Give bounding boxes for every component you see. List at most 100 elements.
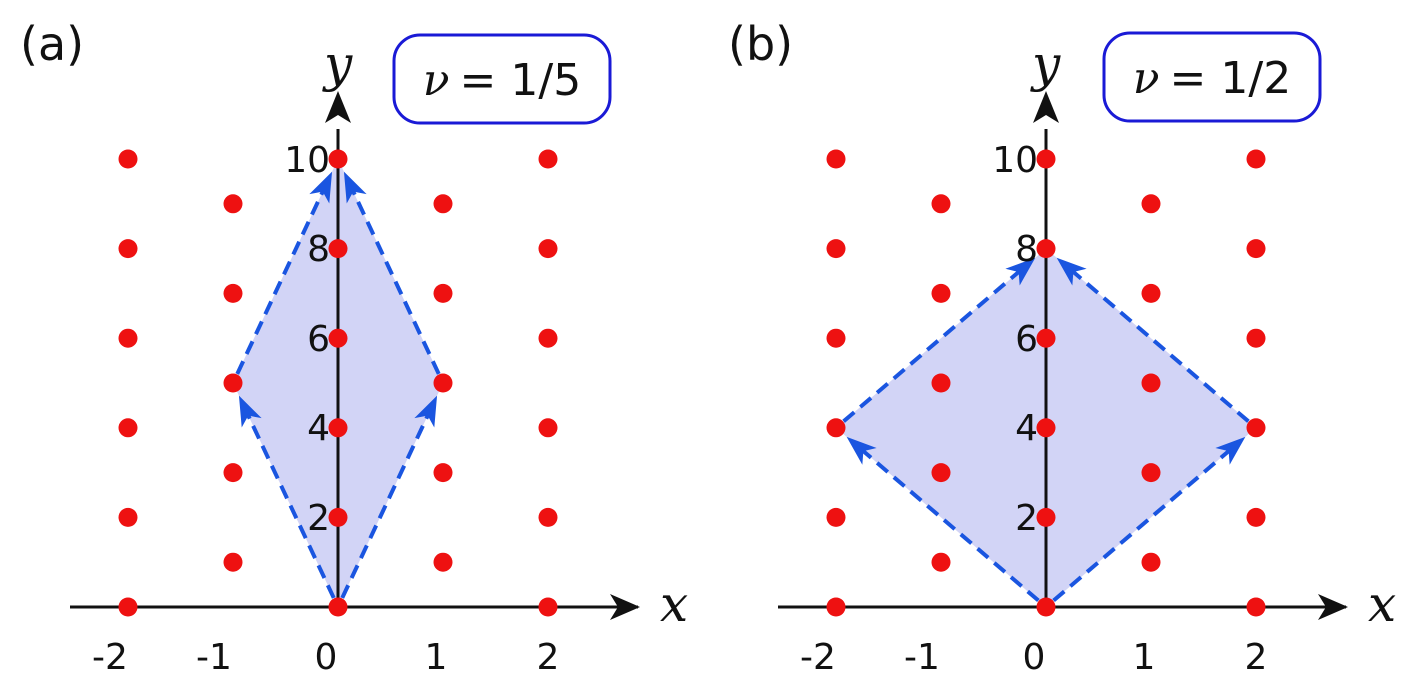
lattice-point: [118, 149, 138, 169]
lattice-point: [538, 328, 558, 348]
nu-box: [1102, 31, 1322, 123]
nu-box: [392, 33, 612, 125]
x-tick-label: -1: [196, 637, 232, 678]
y-tick-label: 4: [1015, 408, 1038, 449]
lattice-point: [1246, 418, 1266, 438]
lattice-point: [328, 418, 348, 438]
lattice-point: [931, 373, 951, 393]
panel-b: (b) x y -2 -1 0 1 2 2 4 6 8 10 ν= 1/2: [728, 17, 1396, 678]
x-tick-label: 1: [425, 637, 448, 678]
x-tick-label: -2: [92, 637, 128, 678]
lattice-point: [433, 194, 453, 214]
lattice-point: [118, 418, 138, 438]
lattice-point: [538, 239, 558, 259]
lattice-point: [328, 597, 348, 617]
boundary-dash: [349, 187, 441, 375]
lattice-point: [328, 239, 348, 259]
lattice-point: [328, 328, 348, 348]
boundary-dash: [340, 411, 432, 599]
x-axis-label: x: [660, 575, 688, 633]
x-tick-label: 1: [1133, 637, 1156, 678]
lattice-point: [931, 463, 951, 483]
x-axis-arrowhead: [610, 594, 640, 620]
lattice-point: [433, 283, 453, 303]
lattice-point: [433, 463, 453, 483]
boundary-arrowhead: [1215, 436, 1246, 465]
boundary-dash: [235, 187, 327, 375]
nu-symbol: ν: [1133, 53, 1160, 104]
lattice-point: [1141, 552, 1161, 572]
lattice-point: [826, 597, 846, 617]
nu-fraction: = 1/2: [1170, 53, 1292, 104]
x-tick-label: -1: [904, 637, 940, 678]
lattice-point: [118, 328, 138, 348]
x-tick-label: 2: [537, 637, 560, 678]
lattice-point: [538, 418, 558, 438]
lattice-point: [1036, 597, 1056, 617]
lattice-point: [931, 194, 951, 214]
boundary-arrowhead: [414, 395, 438, 428]
lattice-point: [826, 149, 846, 169]
boundary-arrowhead: [238, 395, 262, 428]
lattice-points: [826, 149, 1266, 617]
y-tick-label: 8: [307, 229, 330, 270]
boundary-arrowhead: [1056, 257, 1087, 286]
y-axis-label: y: [322, 35, 353, 93]
lattice-point: [1036, 239, 1056, 259]
boundary-arrowhead: [343, 171, 367, 204]
x-tick-label: 2: [1245, 637, 1268, 678]
boundary-dash: [1052, 447, 1233, 603]
boundary-arrows: [235, 171, 441, 599]
lattice-point: [1246, 597, 1266, 617]
lattice-point: [1141, 463, 1161, 483]
lattice-point: [826, 507, 846, 527]
lattice-point: [931, 283, 951, 303]
boundary-dash: [1069, 267, 1250, 423]
lattice-point: [1246, 328, 1266, 348]
y-axis-label: y: [1030, 35, 1061, 93]
lattice-point: [1036, 507, 1056, 527]
boundary-dash: [859, 447, 1040, 603]
panel-label: (b): [728, 17, 793, 71]
lattice-point: [931, 552, 951, 572]
lattice-point: [433, 373, 453, 393]
lattice-point: [223, 373, 243, 393]
boundary-arrows: [842, 257, 1250, 603]
nu-value: ν= 1/5: [423, 55, 581, 106]
lattice-point: [433, 552, 453, 572]
boundary-dash: [244, 411, 336, 599]
nu-symbol: ν: [423, 55, 450, 106]
lattice-points: [118, 149, 558, 617]
lattice-point: [826, 328, 846, 348]
y-axis-arrowhead: [1033, 91, 1059, 123]
lattice-point: [223, 194, 243, 214]
lattice-point: [826, 418, 846, 438]
lattice-point: [1036, 328, 1056, 348]
lattice-point: [223, 463, 243, 483]
lattice-point: [1141, 283, 1161, 303]
y-tick-label: 10: [992, 140, 1038, 181]
y-axis-arrowhead: [325, 91, 351, 123]
lattice-point: [223, 552, 243, 572]
lattice-point: [223, 283, 243, 303]
lattice-point: [118, 239, 138, 259]
panel-label: (a): [20, 17, 84, 71]
nu-value: ν= 1/2: [1133, 53, 1291, 104]
lattice-point: [1246, 239, 1266, 259]
y-tick-label: 2: [307, 498, 330, 539]
lattice-point: [1036, 149, 1056, 169]
x-tick-label: 0: [315, 637, 338, 678]
lattice-point: [118, 507, 138, 527]
y-tick-label: 6: [1015, 319, 1038, 360]
lattice-point: [328, 149, 348, 169]
lattice-point: [1246, 149, 1266, 169]
boundary-arrowhead: [309, 171, 333, 204]
lattice-point: [1141, 194, 1161, 214]
lattice-point: [1141, 373, 1161, 393]
boundary-arrowhead: [846, 436, 877, 465]
x-tick-label: 0: [1023, 637, 1046, 678]
lattice-point: [538, 149, 558, 169]
y-tick-label: 10: [284, 140, 330, 181]
lattice-point: [826, 239, 846, 259]
